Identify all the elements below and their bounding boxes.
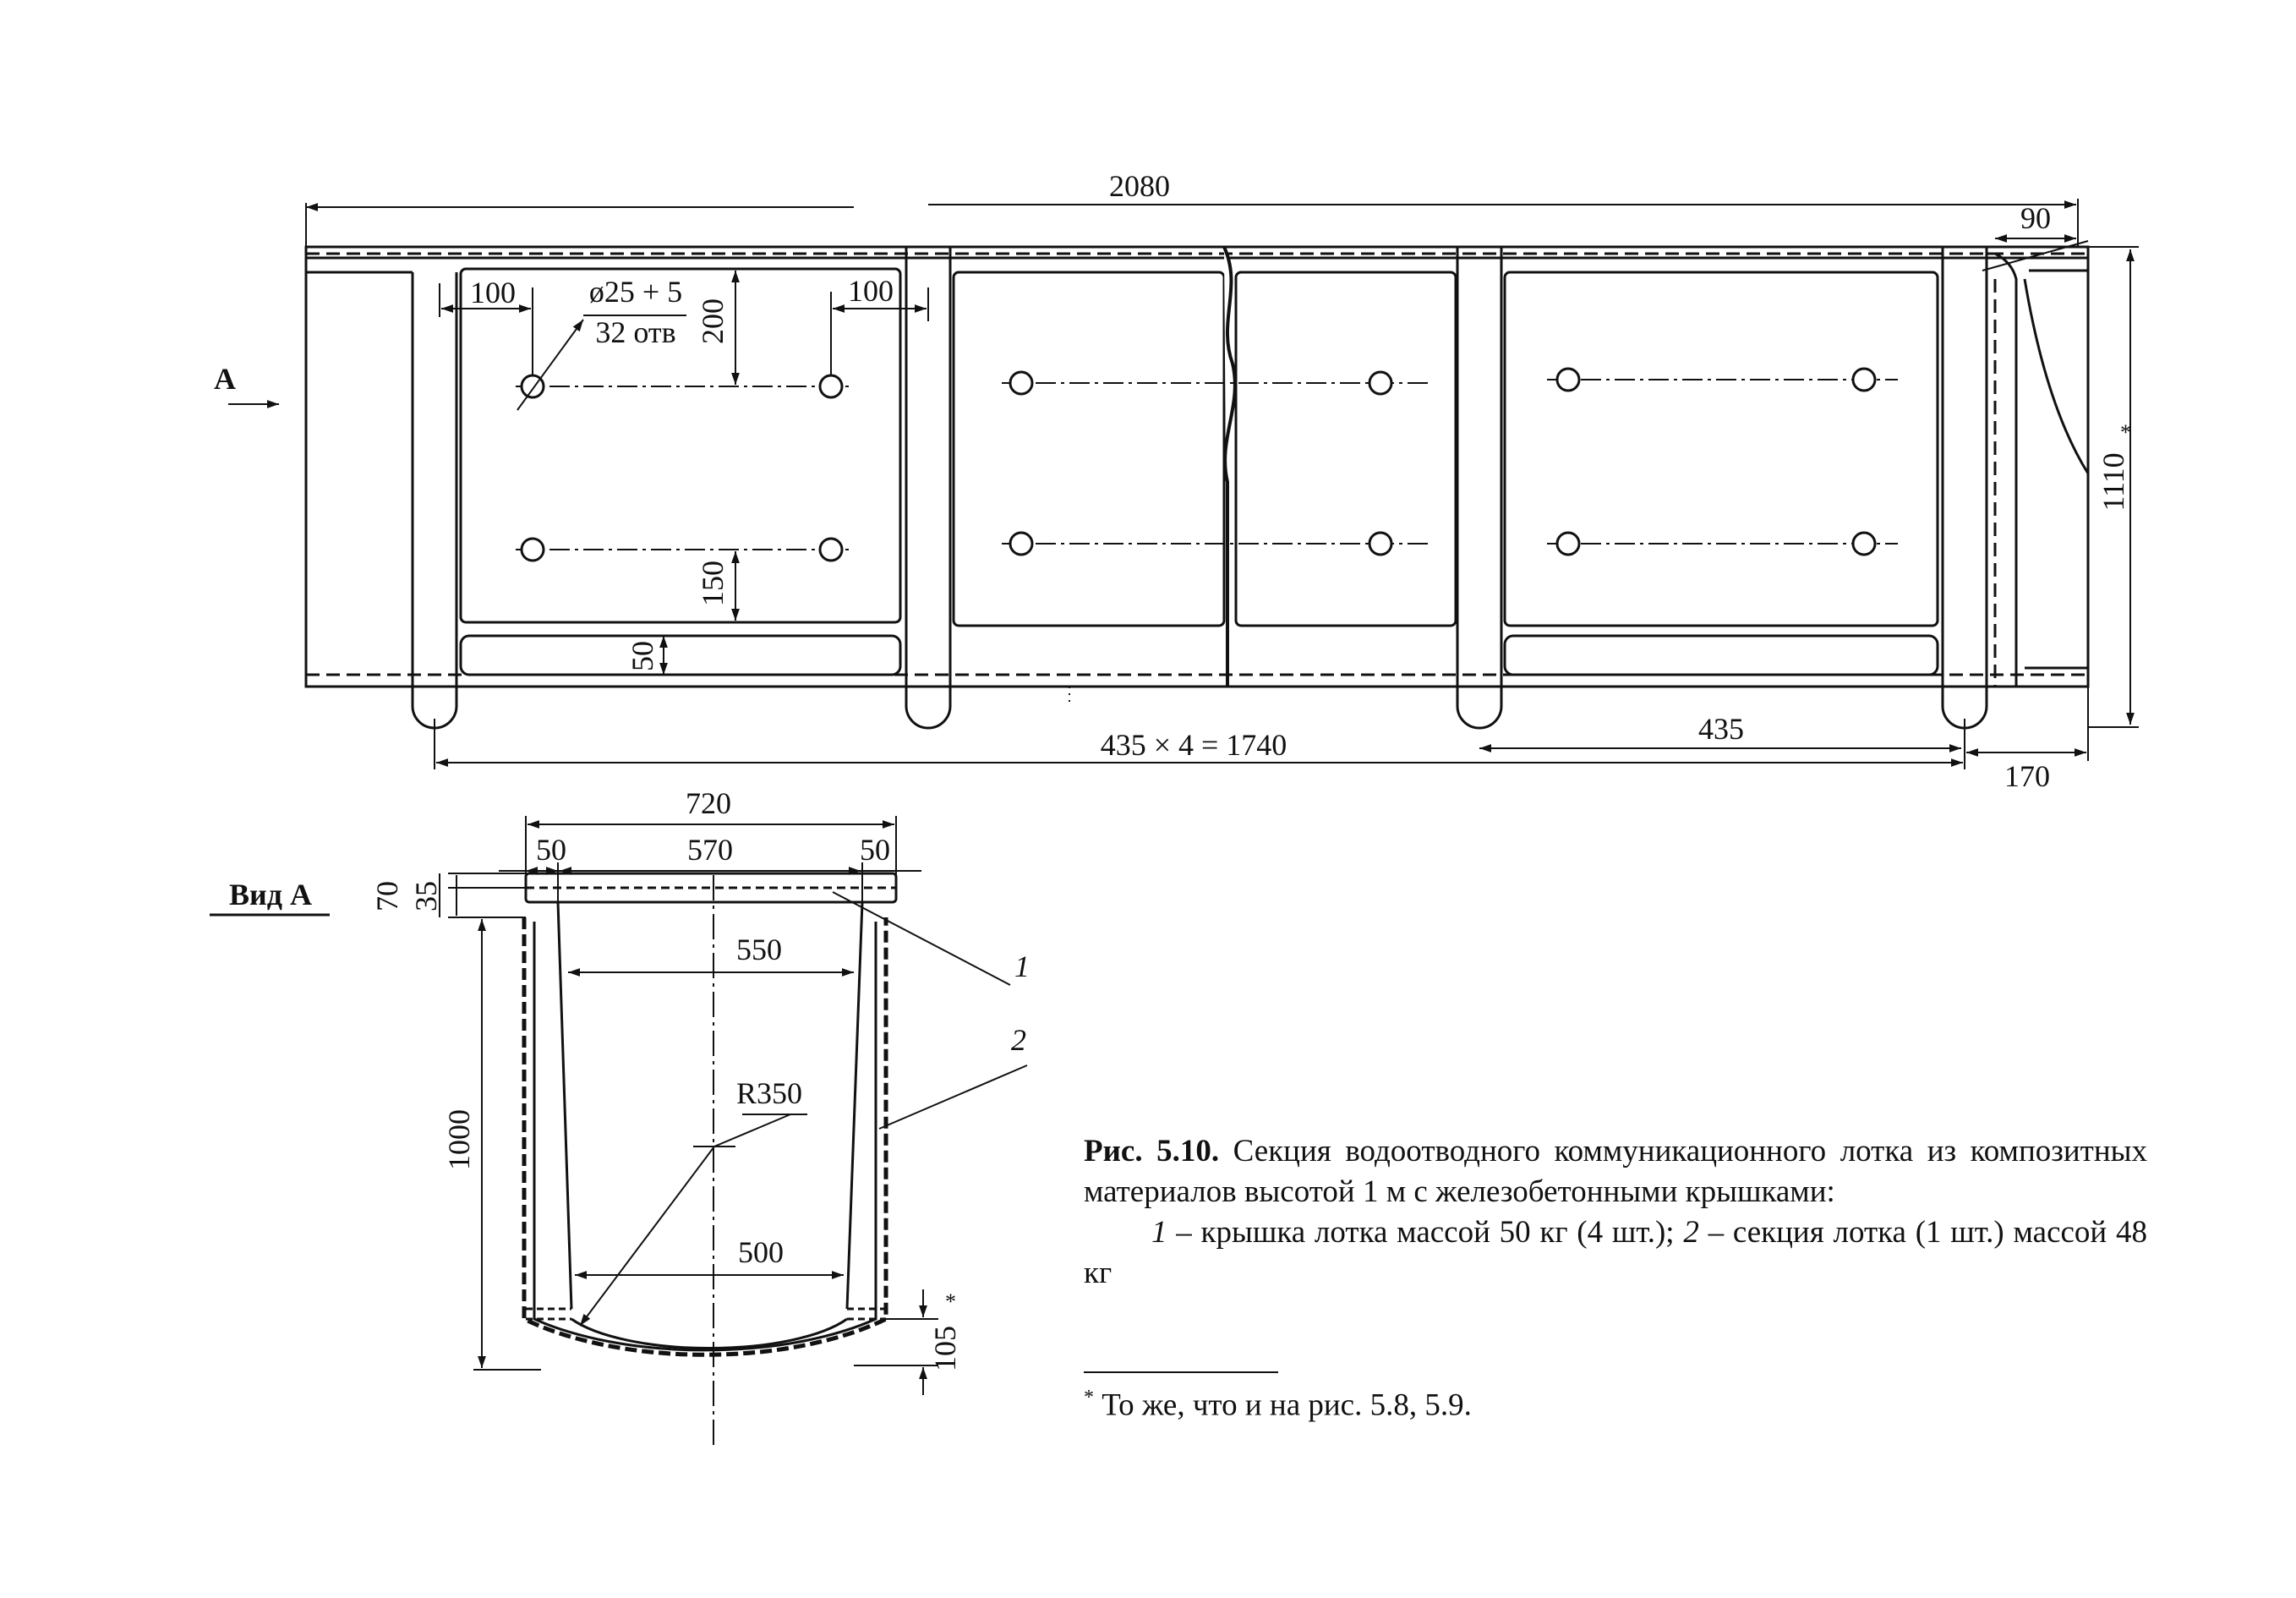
- dim-pitch: 435: [1698, 712, 1744, 746]
- dim-bottom-inner: 500: [738, 1235, 784, 1269]
- cover-panel-2: [952, 271, 1226, 627]
- view-arrow-label: A: [214, 362, 236, 396]
- footnote-rule: [1084, 1371, 1278, 1373]
- callout-2: 2: [1011, 1023, 1026, 1057]
- view-title: Вид А: [229, 878, 312, 911]
- mounting-holes: [520, 367, 1877, 562]
- hole: [1009, 531, 1034, 556]
- hole: [818, 374, 844, 399]
- plan-dimensions: [228, 199, 2139, 769]
- footnote-mark: *: [1084, 1387, 1094, 1409]
- section-labels: Вид А 720 50 570 50 70 35 550 1000 R350 …: [229, 786, 1030, 1371]
- hole: [818, 537, 844, 562]
- dim-left-flange: 50: [536, 833, 566, 867]
- legend-1-text: – крышка лотка массой 50 кг (4 шт.);: [1167, 1215, 1684, 1250]
- figure-legend: 1 – крышка лотка массой 50 кг (4 шт.); 2…: [1084, 1212, 2147, 1294]
- dim-hole-edge-left: 100: [470, 276, 516, 309]
- section-dimensions: [210, 816, 1028, 1395]
- hole: [1368, 370, 1393, 396]
- break-line: [1222, 246, 1237, 687]
- dim-overall-width: 720: [686, 786, 731, 820]
- legend-2-text: – секция лотка (1 шт.) массой 48 кг: [1084, 1215, 2147, 1290]
- end-part: [1987, 252, 2018, 687]
- hole: [1851, 531, 1877, 556]
- rib-4: [1941, 247, 1988, 730]
- hole: [1555, 531, 1581, 556]
- dim-hole-bottom: 150: [696, 561, 730, 606]
- dim-top-inner: 550: [736, 933, 782, 966]
- footnote-text: То же, что и на рис. 5.8, 5.9.: [1094, 1387, 1472, 1423]
- tray-section-outline: [522, 917, 888, 1357]
- figure-caption: Рис. 5.10. Секция водоотводного коммуник…: [1084, 1131, 2147, 1294]
- cover-panel-3: [1234, 271, 1457, 627]
- dim-height-mark: *: [2120, 420, 2131, 445]
- dim-bottom-offset: 105: [928, 1326, 962, 1371]
- dim-overall-length: 2080: [1109, 169, 1170, 203]
- dim-cover-total: 70: [370, 881, 404, 911]
- footnote: * То же, что и на рис. 5.8, 5.9.: [1084, 1387, 1472, 1423]
- dim-hole-edge-right: 100: [848, 274, 894, 308]
- dim-section-height: 1000: [442, 1109, 476, 1170]
- dim-bottom-mark: *: [945, 1289, 956, 1314]
- hole: [1368, 531, 1393, 556]
- plan-labels: 2080 90 1110 * 100 100 200 ø25 + 5 32 от…: [214, 169, 2131, 793]
- legend-2-number: 2: [1683, 1215, 1699, 1250]
- dim-pitch-total: 435 × 4 = 1740: [1101, 728, 1287, 762]
- hole-spec-diameter: ø25 + 5: [589, 275, 682, 309]
- hole: [1555, 367, 1581, 392]
- cover-panel-1: [459, 267, 902, 624]
- tray-body-outline: [304, 245, 2090, 688]
- dim-cover-thickness: 35: [409, 881, 443, 911]
- figure-title: Секция водоотводного коммуникационного л…: [1084, 1134, 2148, 1209]
- dim-end-offset: 90: [2020, 201, 2051, 235]
- hole-spec-count: 32 отв: [595, 315, 675, 349]
- figure-label: Рис. 5.10.: [1084, 1134, 1220, 1168]
- dim-rib: 50: [626, 641, 659, 671]
- dim-height: 1110: [2096, 452, 2130, 511]
- cover-panel-4: [1503, 271, 1939, 627]
- plan-view: [304, 245, 2090, 730]
- rib-3: [1456, 247, 1503, 730]
- rib-1: [411, 272, 458, 730]
- section-view: [522, 872, 898, 1446]
- hole: [1851, 367, 1877, 392]
- hole: [520, 537, 545, 562]
- legend-1-number: 1: [1151, 1215, 1167, 1250]
- dim-end-part: 170: [2004, 759, 2050, 793]
- hole: [1009, 370, 1034, 396]
- caption-title-block: Рис. 5.10. Секция водоотводного коммуник…: [1084, 1131, 2147, 1212]
- dim-hole-top: 200: [696, 298, 730, 344]
- dim-radius: R350: [736, 1076, 802, 1110]
- rib-2: [905, 247, 952, 730]
- callout-1: 1: [1014, 949, 1030, 983]
- dim-right-flange: 50: [860, 833, 890, 867]
- dim-inner-width: 570: [687, 833, 733, 867]
